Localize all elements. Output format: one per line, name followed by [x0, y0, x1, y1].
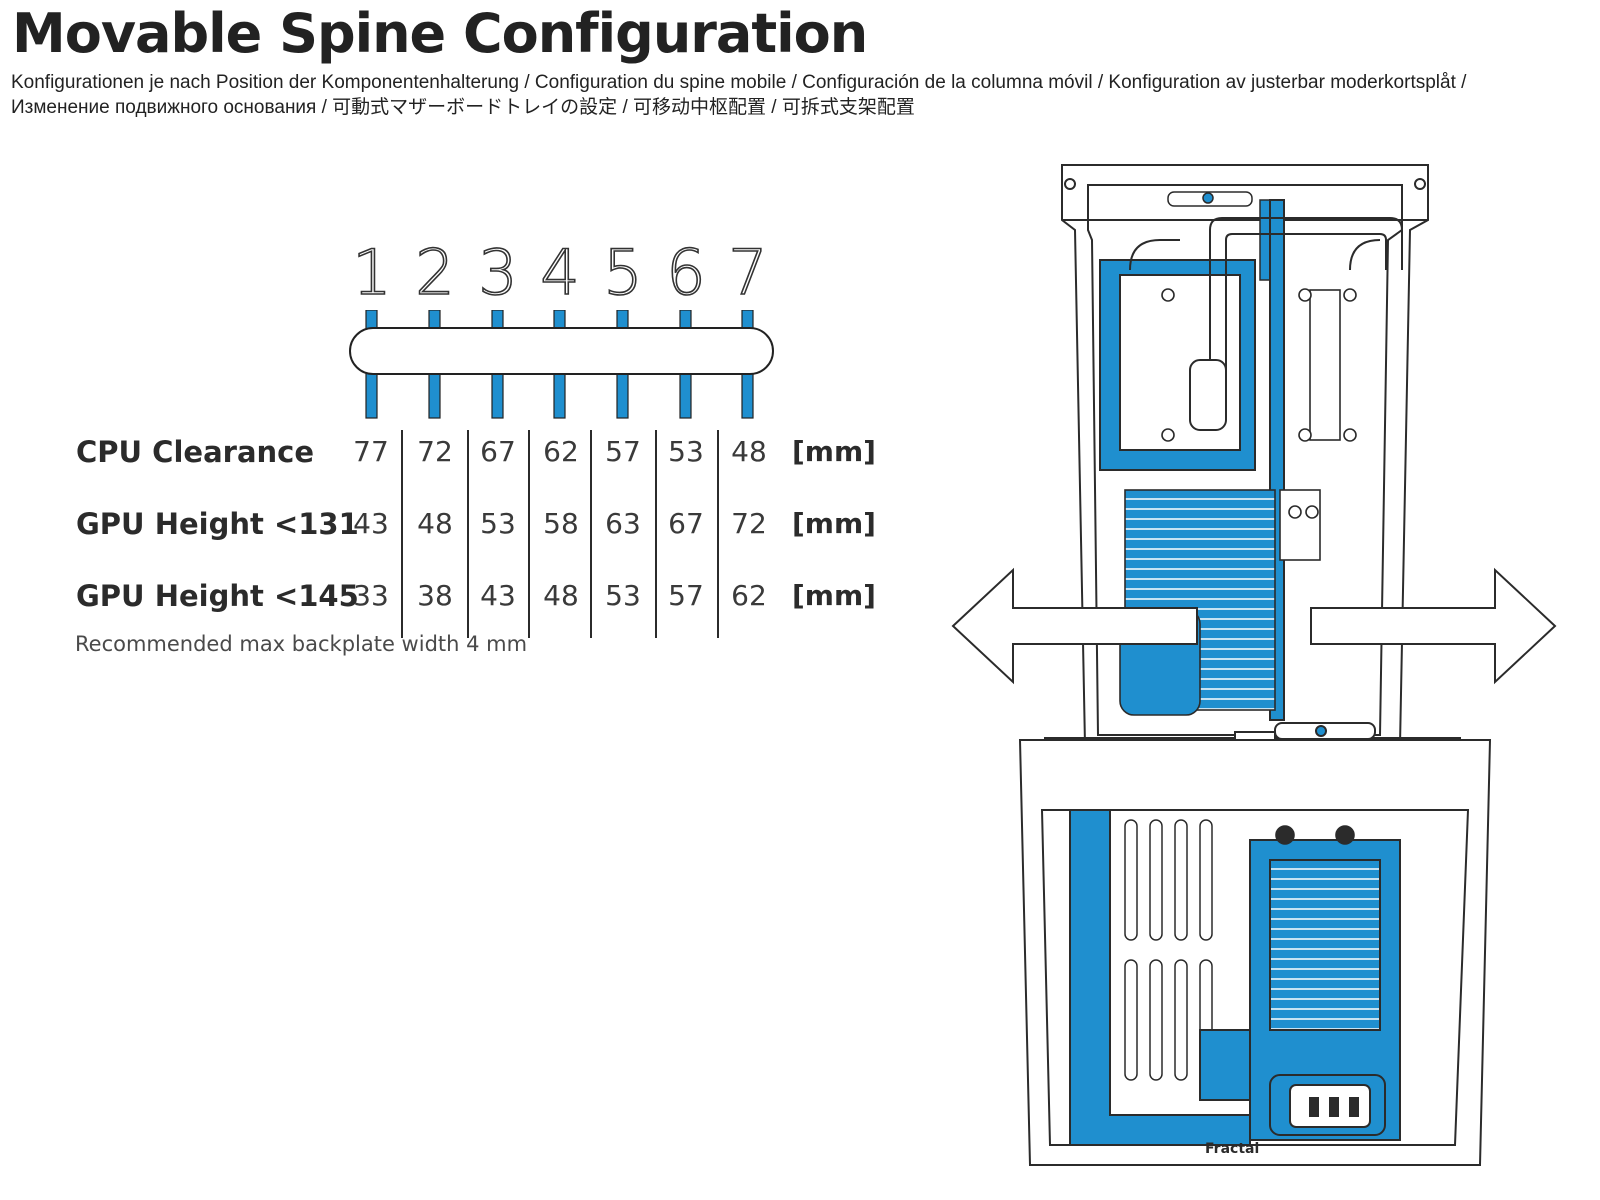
- clearance-table: CPU Clearance 77 72 67 62 57 53 48 [mm] …: [76, 430, 896, 640]
- power-socket: [1269, 1074, 1386, 1136]
- lower-tray: [1069, 809, 1401, 1146]
- fractal-logo: Fractal: [1205, 1141, 1259, 1157]
- position-label-3: 3: [477, 236, 518, 309]
- row-label-gpu-height-131: GPU Height <131: [76, 507, 359, 541]
- position-label-4: 4: [539, 236, 580, 309]
- table-cell: 38: [417, 579, 453, 612]
- table-cell: 67: [668, 507, 704, 540]
- column-divider: [401, 430, 403, 638]
- subtitle-line-1: Konfigurationen je nach Position der Kom…: [11, 72, 1467, 93]
- column-divider: [655, 430, 657, 638]
- unit-label: [mm]: [792, 579, 876, 612]
- table-cell: 62: [731, 579, 767, 612]
- column-divider: [528, 430, 530, 638]
- table-cell: 48: [731, 435, 767, 468]
- subtitle-line-2: Изменение подвижного основания / 可動式マザーボ…: [11, 97, 915, 118]
- table-cell: 77: [353, 435, 389, 468]
- backplate-note: Recommended max backplate width 4 mm: [75, 632, 528, 656]
- position-label-2: 2: [414, 236, 455, 309]
- spine-rail: [349, 327, 774, 375]
- unit-label: [mm]: [792, 435, 876, 468]
- table-cell: 53: [668, 435, 704, 468]
- table-cell: 43: [480, 579, 516, 612]
- upper-rails: [1161, 288, 1357, 442]
- row-label-gpu-height-145: GPU Height <145: [76, 579, 359, 613]
- table-cell: 43: [353, 507, 389, 540]
- column-divider: [467, 430, 469, 638]
- arrow-right-icon: [1310, 567, 1557, 685]
- position-label-5: 5: [602, 236, 643, 309]
- gpu-riser: [1119, 489, 1321, 716]
- column-divider: [590, 430, 592, 638]
- column-divider: [717, 430, 719, 638]
- power-cable: [1129, 217, 1403, 431]
- unit-label: [mm]: [792, 507, 876, 540]
- table-cell: 48: [417, 507, 453, 540]
- case-illustration: Fractal: [951, 164, 1557, 1166]
- table-cell: 33: [353, 579, 389, 612]
- table-cell: 57: [605, 435, 641, 468]
- spine-slot-graphic: [349, 310, 774, 419]
- row-label-cpu-clearance: CPU Clearance: [76, 435, 315, 469]
- table-cell: 48: [543, 579, 579, 612]
- table-cell: 67: [480, 435, 516, 468]
- table-cell: 58: [543, 507, 579, 540]
- table-cell: 63: [605, 507, 641, 540]
- lower-screws: [1275, 825, 1355, 845]
- table-cell: 72: [417, 435, 453, 468]
- table-cell: 53: [605, 579, 641, 612]
- spine-position-diagram: 1 2 3 4 5 6 7: [340, 236, 800, 440]
- table-cell: 53: [480, 507, 516, 540]
- table-cell: 62: [543, 435, 579, 468]
- arrow-left-icon: [951, 567, 1198, 685]
- position-label-6: 6: [665, 236, 706, 309]
- position-label-1: 1: [351, 236, 392, 309]
- position-label-7: 7: [727, 236, 768, 309]
- table-cell: 57: [668, 579, 704, 612]
- subtitle-translations: Konfigurationen je nach Position der Kom…: [11, 70, 1591, 120]
- table-cell: 72: [731, 507, 767, 540]
- page-title: Movable Spine Configuration: [12, 2, 868, 65]
